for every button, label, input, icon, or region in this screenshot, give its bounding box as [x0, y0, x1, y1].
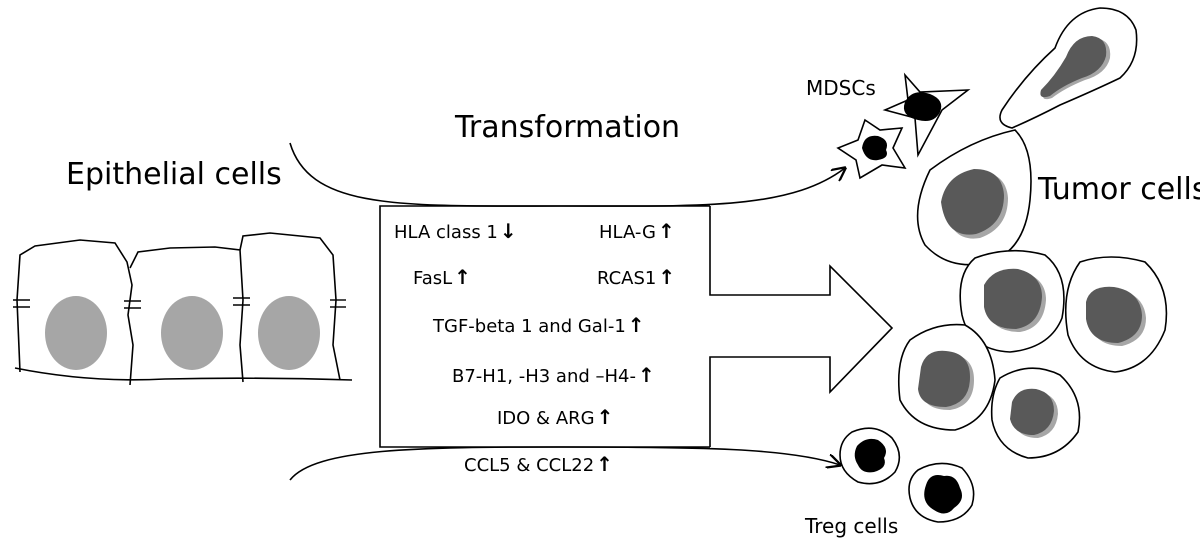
arrow-up-icon: ↑	[658, 265, 676, 289]
tumor-cells	[897, 7, 1168, 459]
tumor-cells-label: Tumor cells	[1038, 172, 1200, 207]
arrow-to-treg	[289, 446, 840, 481]
tumor-cell-lower-left	[897, 323, 996, 431]
tumor-nucleus	[1040, 36, 1107, 98]
epithelial-nucleus	[45, 296, 107, 370]
tumor-nucleus	[1086, 286, 1142, 343]
tumor-nucleus	[941, 169, 1004, 235]
mdscs-label: MDSCs	[806, 76, 876, 100]
molecule-text: HLA class 1	[394, 222, 498, 243]
arrow-up-icon: ↑	[454, 265, 471, 289]
tumor-cell-upper	[916, 129, 1032, 266]
mdsc-nucleus-2	[903, 92, 942, 121]
molecule-text: HLA-G	[599, 222, 656, 243]
molecule-ccl5-ccl22: CCL5 & CCL22↑	[464, 454, 613, 475]
treg-nucleus-2	[924, 475, 962, 514]
tumor-cell-mid-right	[1064, 256, 1168, 373]
treg-nucleus-1	[854, 438, 886, 473]
molecule-text: RCAS1	[597, 268, 657, 289]
molecule-b7: B7-H1, -H3 and –H4-↑	[452, 365, 655, 386]
molecule-text: CCL5 & CCL22	[464, 455, 595, 476]
epithelial-nucleus	[161, 296, 223, 370]
mdsc-nucleus-1	[862, 135, 887, 161]
tumor-cell-mid-left	[959, 249, 1065, 353]
epithelial-cell-1-outline	[16, 239, 134, 386]
tumor-nucleus	[1010, 388, 1054, 435]
molecule-hla-g: HLA-G↑	[599, 221, 675, 242]
tumor-cell-elongated	[999, 7, 1138, 129]
cell-junctions	[13, 297, 346, 309]
molecule-ido-arg: IDO & ARG↑	[497, 407, 613, 428]
epithelial-nuclei	[45, 296, 320, 370]
arrow-up-icon: ↑	[596, 452, 613, 476]
arrow-up-icon: ↑	[638, 363, 655, 387]
epithelial-cells-label: Epithelial cells	[66, 157, 282, 192]
tumor-cell-lower-right	[990, 367, 1081, 459]
mdsc-cells	[836, 72, 971, 180]
tumor-nucleus	[918, 350, 970, 407]
molecule-text: TGF-beta 1 and Gal-1	[433, 316, 626, 337]
transformation-label: Transformation	[455, 110, 681, 145]
molecule-text: B7-H1, -H3 and –H4-	[452, 366, 636, 387]
treg-cells	[839, 427, 975, 523]
epithelial-cell-2-outline	[129, 246, 244, 383]
molecule-text: IDO & ARG	[497, 408, 595, 429]
molecule-fasl: FasL↑	[413, 267, 471, 288]
arrow-to-mdscs	[289, 142, 845, 207]
molecule-rcas1: RCAS1↑	[597, 267, 675, 288]
treg-cells-label: Treg cells	[805, 514, 899, 538]
arrow-down-icon: ↓	[499, 219, 517, 243]
arrow-up-icon: ↑	[596, 405, 614, 429]
epithelial-cells	[13, 232, 353, 386]
transformation-big-arrow	[709, 206, 894, 447]
epithelial-cell-3-outline	[239, 232, 341, 381]
arrow-up-icon: ↑	[627, 313, 645, 337]
tumor-nucleus	[984, 268, 1042, 329]
epithelial-baseline	[14, 367, 353, 381]
molecule-text: FasL	[413, 268, 453, 289]
arrow-up-icon: ↑	[658, 219, 675, 243]
molecule-tgf-beta-gal1: TGF-beta 1 and Gal-1↑	[433, 315, 645, 336]
epithelial-nucleus	[258, 296, 320, 370]
molecule-hla-class-1: HLA class 1↓	[394, 221, 517, 242]
